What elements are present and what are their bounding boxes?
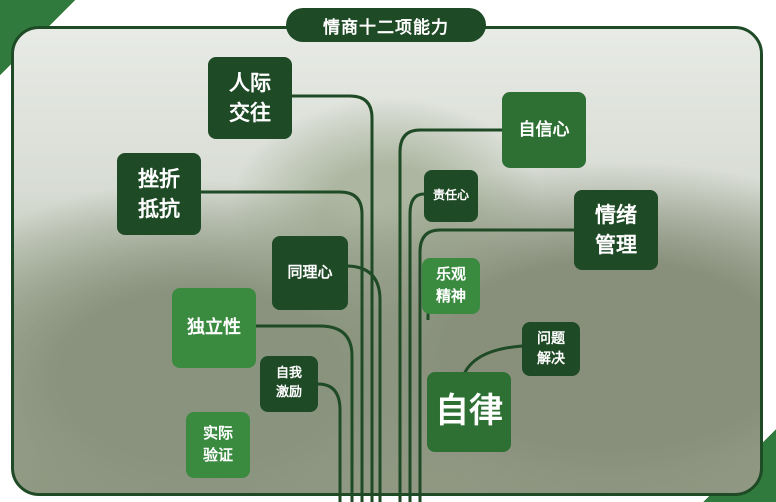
branch-interpersonal [290, 94, 374, 502]
branch-responsibility [408, 192, 425, 502]
node-self-motivation: 自我 激励 [260, 356, 318, 412]
node-self-confidence: 自信心 [502, 92, 586, 168]
node-independence: 独立性 [172, 288, 256, 368]
branch-self-motivation [317, 382, 342, 502]
node-responsibility: 责任心 [424, 170, 478, 222]
node-practical-verification: 实际 验证 [186, 412, 250, 478]
node-interpersonal: 人际 交往 [208, 57, 292, 139]
node-problem-solving: 问题 解决 [522, 322, 580, 376]
branch-self-confidence [398, 128, 502, 502]
node-empathy: 同理心 [272, 236, 348, 310]
branch-independence [256, 324, 354, 502]
branch-resilience [200, 190, 364, 502]
node-emotion-management: 情绪 管理 [574, 190, 658, 270]
node-optimism: 乐观 精神 [422, 258, 480, 314]
node-self-discipline: 自律 [427, 372, 511, 452]
branch-emotion [418, 228, 574, 502]
diagram-title: 情商十二项能力 [286, 8, 486, 42]
node-resilience: 挫折 抵抗 [117, 153, 201, 235]
branch-empathy [345, 264, 382, 502]
